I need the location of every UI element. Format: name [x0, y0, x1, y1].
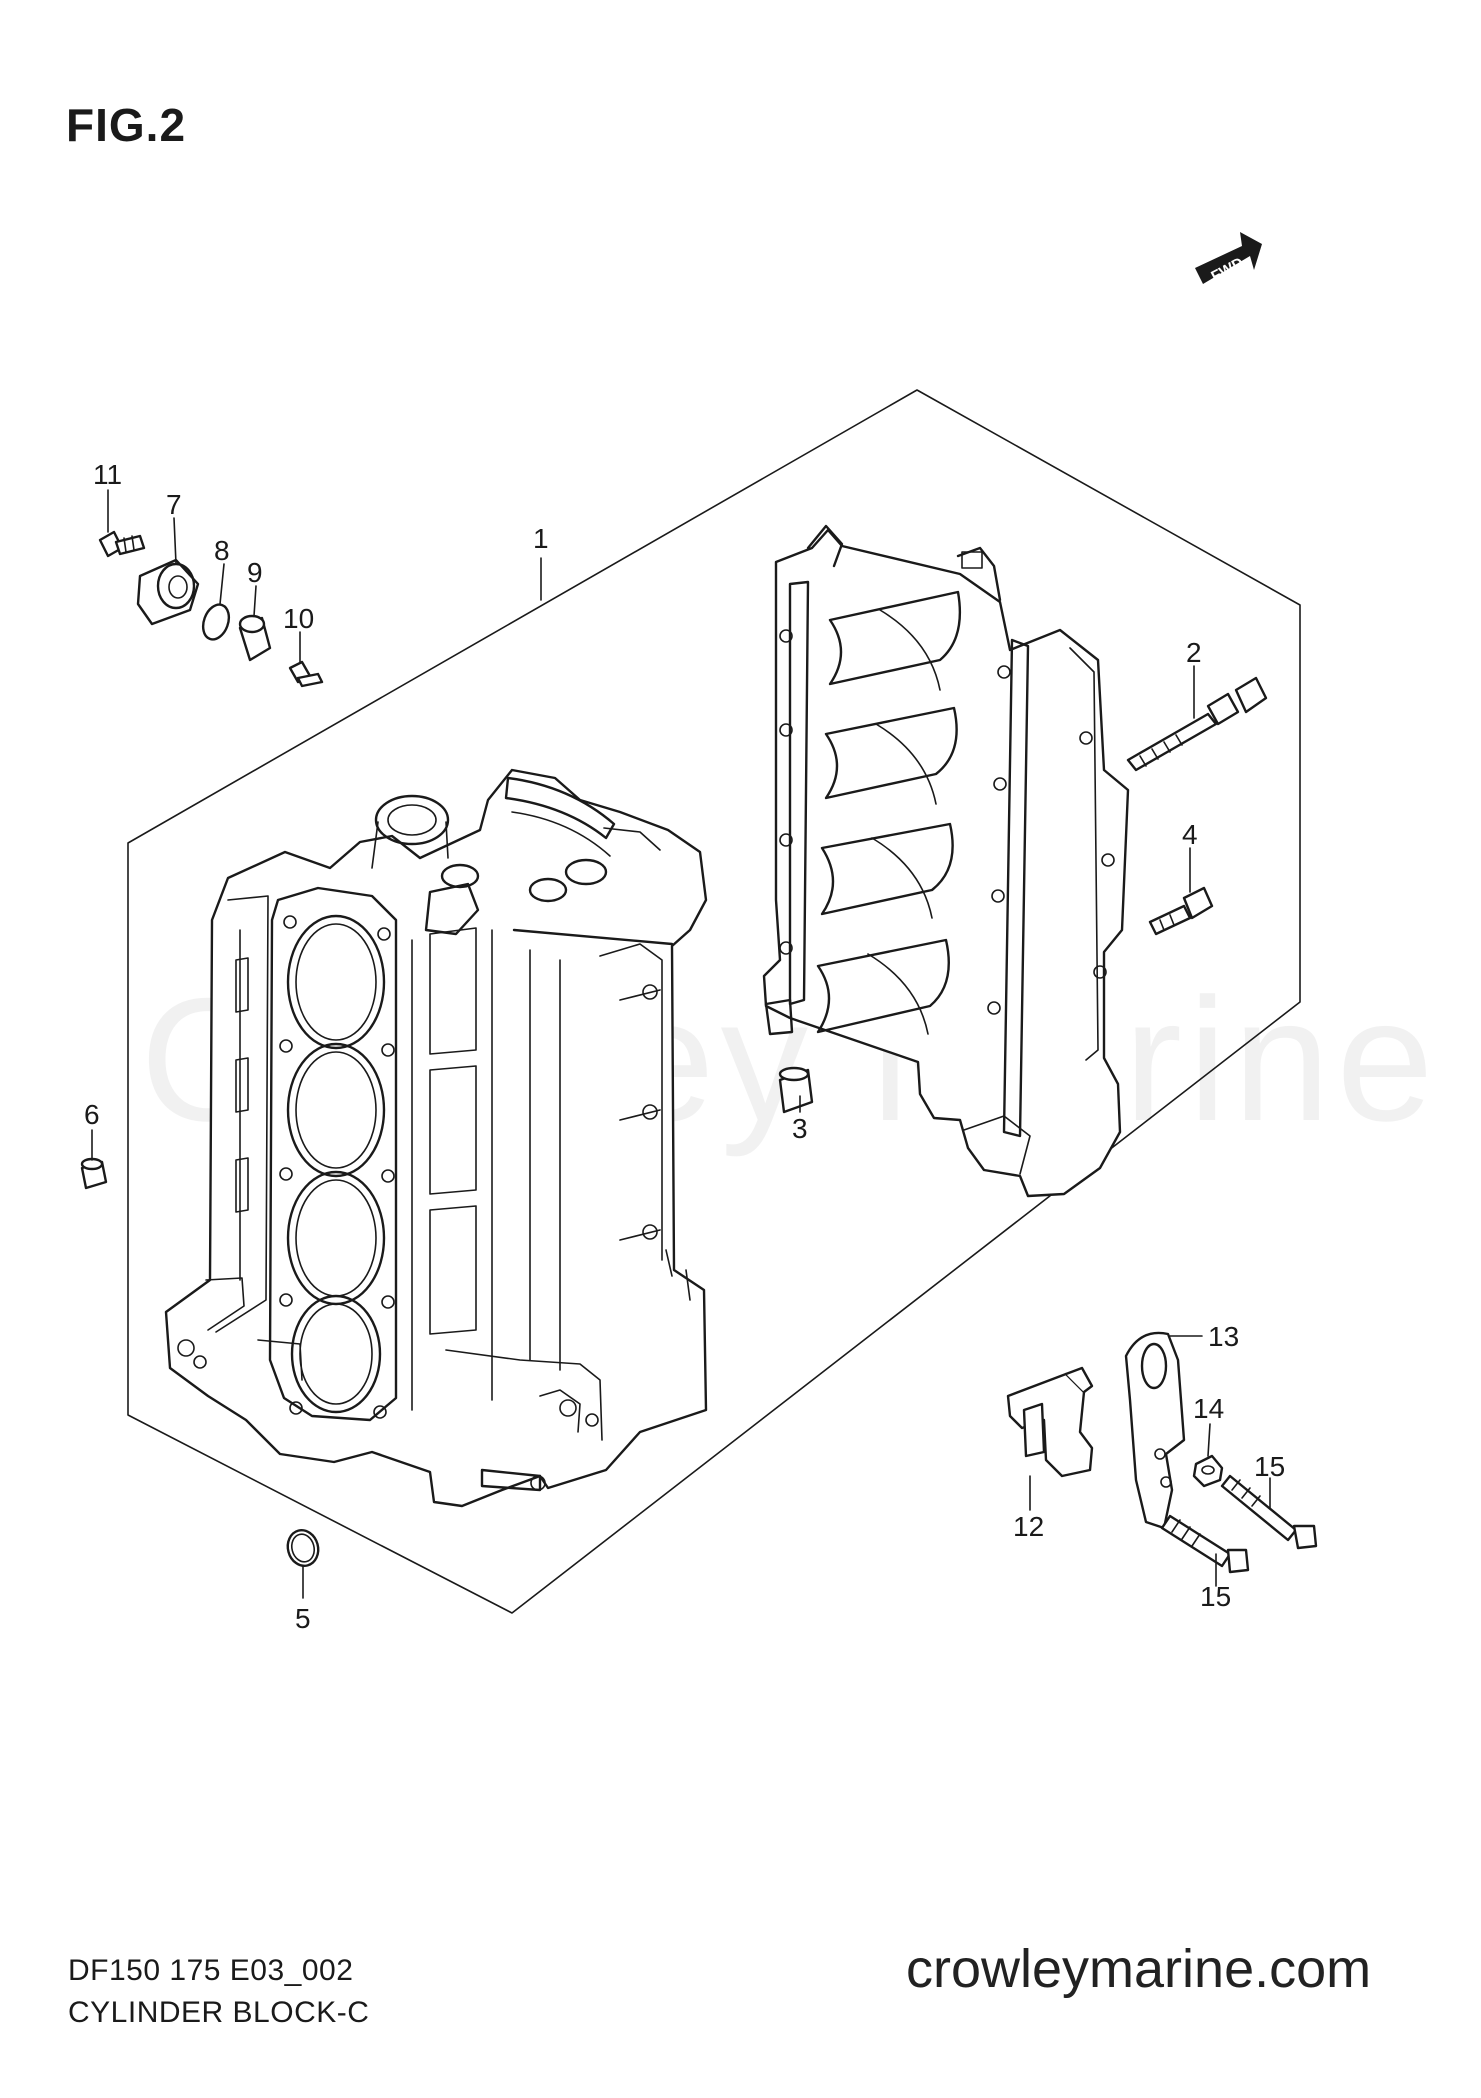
anode-9 — [238, 614, 272, 662]
callout-8: 8 — [214, 535, 230, 566]
callout-11: 11 — [93, 459, 122, 490]
cylinder-block — [164, 768, 708, 1508]
callout-15-upper: 15 — [1254, 1451, 1285, 1482]
plate-13 — [1124, 1331, 1186, 1530]
bolt-15-upper — [1220, 1474, 1318, 1550]
callout-7: 7 — [166, 489, 182, 520]
nut-14 — [1192, 1454, 1224, 1488]
callout-9: 9 — [247, 557, 263, 588]
bolt-long — [1126, 676, 1268, 772]
callout-13: 13 — [1208, 1321, 1239, 1352]
dowel-pin — [778, 1066, 814, 1114]
assembly-boundary — [127, 389, 1301, 1614]
callout-3: 3 — [792, 1113, 808, 1144]
bolt-11 — [98, 530, 146, 558]
callout-15-lower: 15 — [1200, 1581, 1231, 1612]
section-name: CYLINDER BLOCK-C — [68, 1996, 370, 2029]
model-code: DF150 175 E03_002 — [68, 1954, 354, 1987]
bolt-short — [1148, 886, 1214, 936]
callout-12: 12 — [1013, 1511, 1044, 1542]
callout-1: 1 — [533, 523, 549, 554]
website-link[interactable]: crowleymarine.com — [906, 1939, 1372, 1999]
plug-6 — [80, 1157, 108, 1190]
figure-title: FIG.2 — [66, 99, 187, 151]
anode-cover-7 — [136, 558, 200, 626]
bracket-12 — [1006, 1366, 1094, 1478]
bolt-10 — [288, 660, 324, 688]
bolt-15-lower — [1160, 1514, 1250, 1574]
o-ring-8 — [201, 603, 231, 641]
callout-2: 2 — [1186, 637, 1202, 668]
callout-14: 14 — [1193, 1393, 1224, 1424]
leader-lines — [91, 489, 1271, 1599]
crankcase — [762, 524, 1130, 1198]
callout-10: 10 — [283, 603, 314, 634]
callout-6: 6 — [84, 1099, 100, 1130]
callout-4: 4 — [1182, 819, 1198, 850]
forward-arrow-icon: FWD — [1195, 232, 1262, 285]
o-ring-5 — [286, 1528, 320, 1568]
callout-5: 5 — [295, 1603, 311, 1634]
